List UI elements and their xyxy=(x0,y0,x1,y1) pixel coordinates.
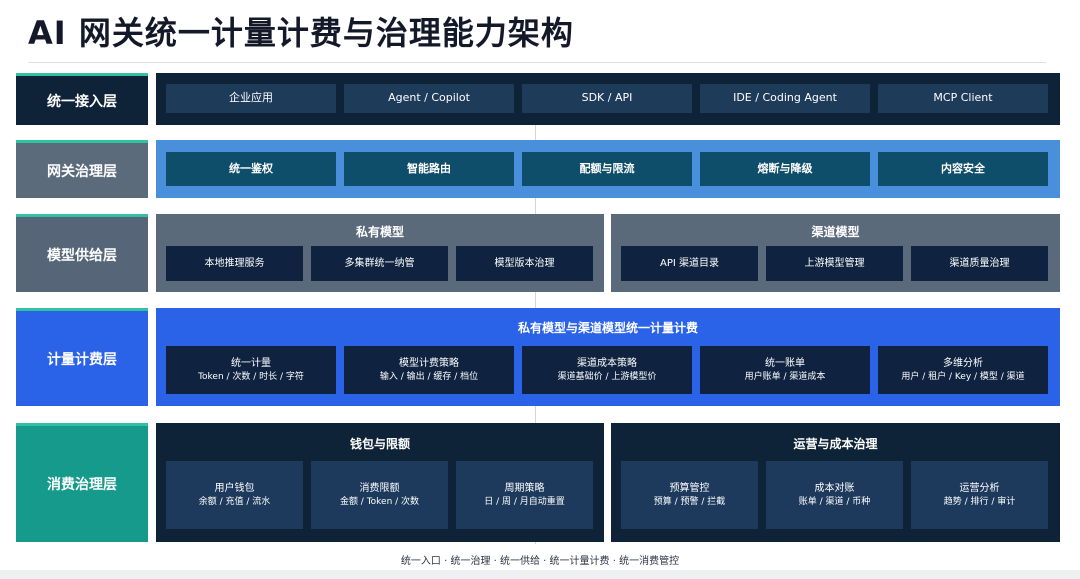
layer-label-supply: 模型供给层 xyxy=(16,214,148,292)
chip-cost-reconciliation: 成本对账 账单 / 渠道 / 币种 xyxy=(766,461,903,529)
chip-title: 统一账单 xyxy=(765,358,805,370)
layer-label-metering: 计量计费层 xyxy=(16,308,148,406)
chip-subtitle: 金额 / Token / 次数 xyxy=(339,496,420,507)
governance-panel: 统一鉴权 智能路由 配额与限流 熔断与降级 内容安全 xyxy=(156,140,1060,198)
wallet-limit-panel: 钱包与限额 用户钱包 余额 / 充值 / 流水 消费限额 金额 / Token … xyxy=(156,423,604,542)
chip-subtitle: 用户账单 / 渠道成本 xyxy=(744,371,826,382)
ops-cost-panel: 运营与成本治理 预算管控 预算 / 预警 / 拦截 成本对账 账单 / 渠道 /… xyxy=(611,423,1060,542)
chip-agent-copilot: Agent / Copilot xyxy=(344,84,514,113)
chip-local-inference: 本地推理服务 xyxy=(166,246,303,281)
chip-upstream-model-mgmt: 上游模型管理 xyxy=(766,246,903,281)
chip-spend-limit: 消费限额 金额 / Token / 次数 xyxy=(311,461,448,529)
metering-panel: 私有模型与渠道模型统一计量计费 统一计量 Token / 次数 / 时长 / 字… xyxy=(156,308,1060,406)
channel-model-title: 渠道模型 xyxy=(811,225,860,239)
chip-circuit-breaker: 熔断与降级 xyxy=(700,152,870,186)
channel-model-panel: 渠道模型 API 渠道目录 上游模型管理 渠道质量治理 xyxy=(611,214,1060,292)
chip-unified-auth: 统一鉴权 xyxy=(166,152,336,186)
chip-channel-cost-policy: 渠道成本策略 渠道基础价 / 上游模型价 xyxy=(522,346,692,394)
chip-subtitle: 余额 / 充值 / 流水 xyxy=(198,496,271,507)
chip-unified-bill: 统一账单 用户账单 / 渠道成本 xyxy=(700,346,870,394)
layer-label-access: 统一接入层 xyxy=(16,73,148,125)
chip-model-billing-policy: 模型计费策略 输入 / 输出 / 缓存 / 档位 xyxy=(344,346,514,394)
access-panel: 企业应用 Agent / Copilot SDK / API IDE / Cod… xyxy=(156,73,1060,125)
chip-title: 模型计费策略 xyxy=(399,358,459,370)
footer-summary: 统一入口 · 统一治理 · 统一供给 · 统一计量计费 · 统一消费管控 xyxy=(400,556,680,567)
chip-title: 统一计量 xyxy=(231,358,271,370)
wallet-limit-title: 钱包与限额 xyxy=(349,437,410,451)
chip-unified-metering: 统一计量 Token / 次数 / 时长 / 字符 xyxy=(166,346,336,394)
chip-title: 成本对账 xyxy=(814,483,855,495)
page-title: AI 网关统一计量计费与治理能力架构 xyxy=(28,14,574,52)
chip-enterprise-app: 企业应用 xyxy=(166,84,336,113)
private-model-title: 私有模型 xyxy=(355,225,404,239)
chip-channel-quality: 渠道质量治理 xyxy=(911,246,1048,281)
chip-user-wallet: 用户钱包 余额 / 充值 / 流水 xyxy=(166,461,303,529)
footer-strip xyxy=(0,570,1080,579)
chip-mcp-client: MCP Client xyxy=(878,84,1048,113)
chip-title: 运营分析 xyxy=(959,483,1000,495)
chip-ide-coding-agent: IDE / Coding Agent xyxy=(700,84,870,113)
chip-title: 渠道成本策略 xyxy=(577,358,637,370)
metering-title: 私有模型与渠道模型统一计量计费 xyxy=(517,321,698,335)
chip-title: 预算管控 xyxy=(669,483,710,495)
chip-subtitle: 预算 / 预警 / 拦截 xyxy=(653,496,726,507)
chip-period-policy: 周期策略 日 / 周 / 月自动重置 xyxy=(456,461,593,529)
chip-subtitle: 输入 / 输出 / 缓存 / 档位 xyxy=(379,371,479,382)
chip-subtitle: 日 / 周 / 月自动重置 xyxy=(484,496,565,507)
chip-subtitle: 渠道基础价 / 上游模型价 xyxy=(557,371,657,382)
chip-title: 多维分析 xyxy=(943,358,983,370)
chip-smart-routing: 智能路由 xyxy=(344,152,514,186)
chip-model-version: 模型版本治理 xyxy=(456,246,593,281)
chip-title: 消费限额 xyxy=(359,483,400,495)
chip-title: 周期策略 xyxy=(504,483,545,495)
chip-sdk-api: SDK / API xyxy=(522,84,692,113)
title-divider xyxy=(28,62,1046,63)
ops-cost-title: 运营与成本治理 xyxy=(793,437,878,451)
chip-multi-dim-analysis: 多维分析 用户 / 租户 / Key / 模型 / 渠道 xyxy=(878,346,1048,394)
chip-subtitle: 趋势 / 排行 / 审计 xyxy=(943,496,1016,507)
chip-content-security: 内容安全 xyxy=(878,152,1048,186)
chip-api-channel-catalog: API 渠道目录 xyxy=(621,246,758,281)
chip-subtitle: 账单 / 渠道 / 币种 xyxy=(798,496,871,507)
layer-label-governance: 网关治理层 xyxy=(16,140,148,198)
layer-label-consumption: 消费治理层 xyxy=(16,423,148,542)
chip-subtitle: Token / 次数 / 时长 / 字符 xyxy=(198,371,304,382)
chip-budget-control: 预算管控 预算 / 预警 / 拦截 xyxy=(621,461,758,529)
chip-multi-cluster: 多集群统一纳管 xyxy=(311,246,448,281)
chip-subtitle: 用户 / 租户 / Key / 模型 / 渠道 xyxy=(901,371,1025,382)
private-model-panel: 私有模型 本地推理服务 多集群统一纳管 模型版本治理 xyxy=(156,214,604,292)
chip-ops-analysis: 运营分析 趋势 / 排行 / 审计 xyxy=(911,461,1048,529)
chip-quota-rate-limit: 配额与限流 xyxy=(522,152,692,186)
chip-title: 用户钱包 xyxy=(214,483,255,495)
